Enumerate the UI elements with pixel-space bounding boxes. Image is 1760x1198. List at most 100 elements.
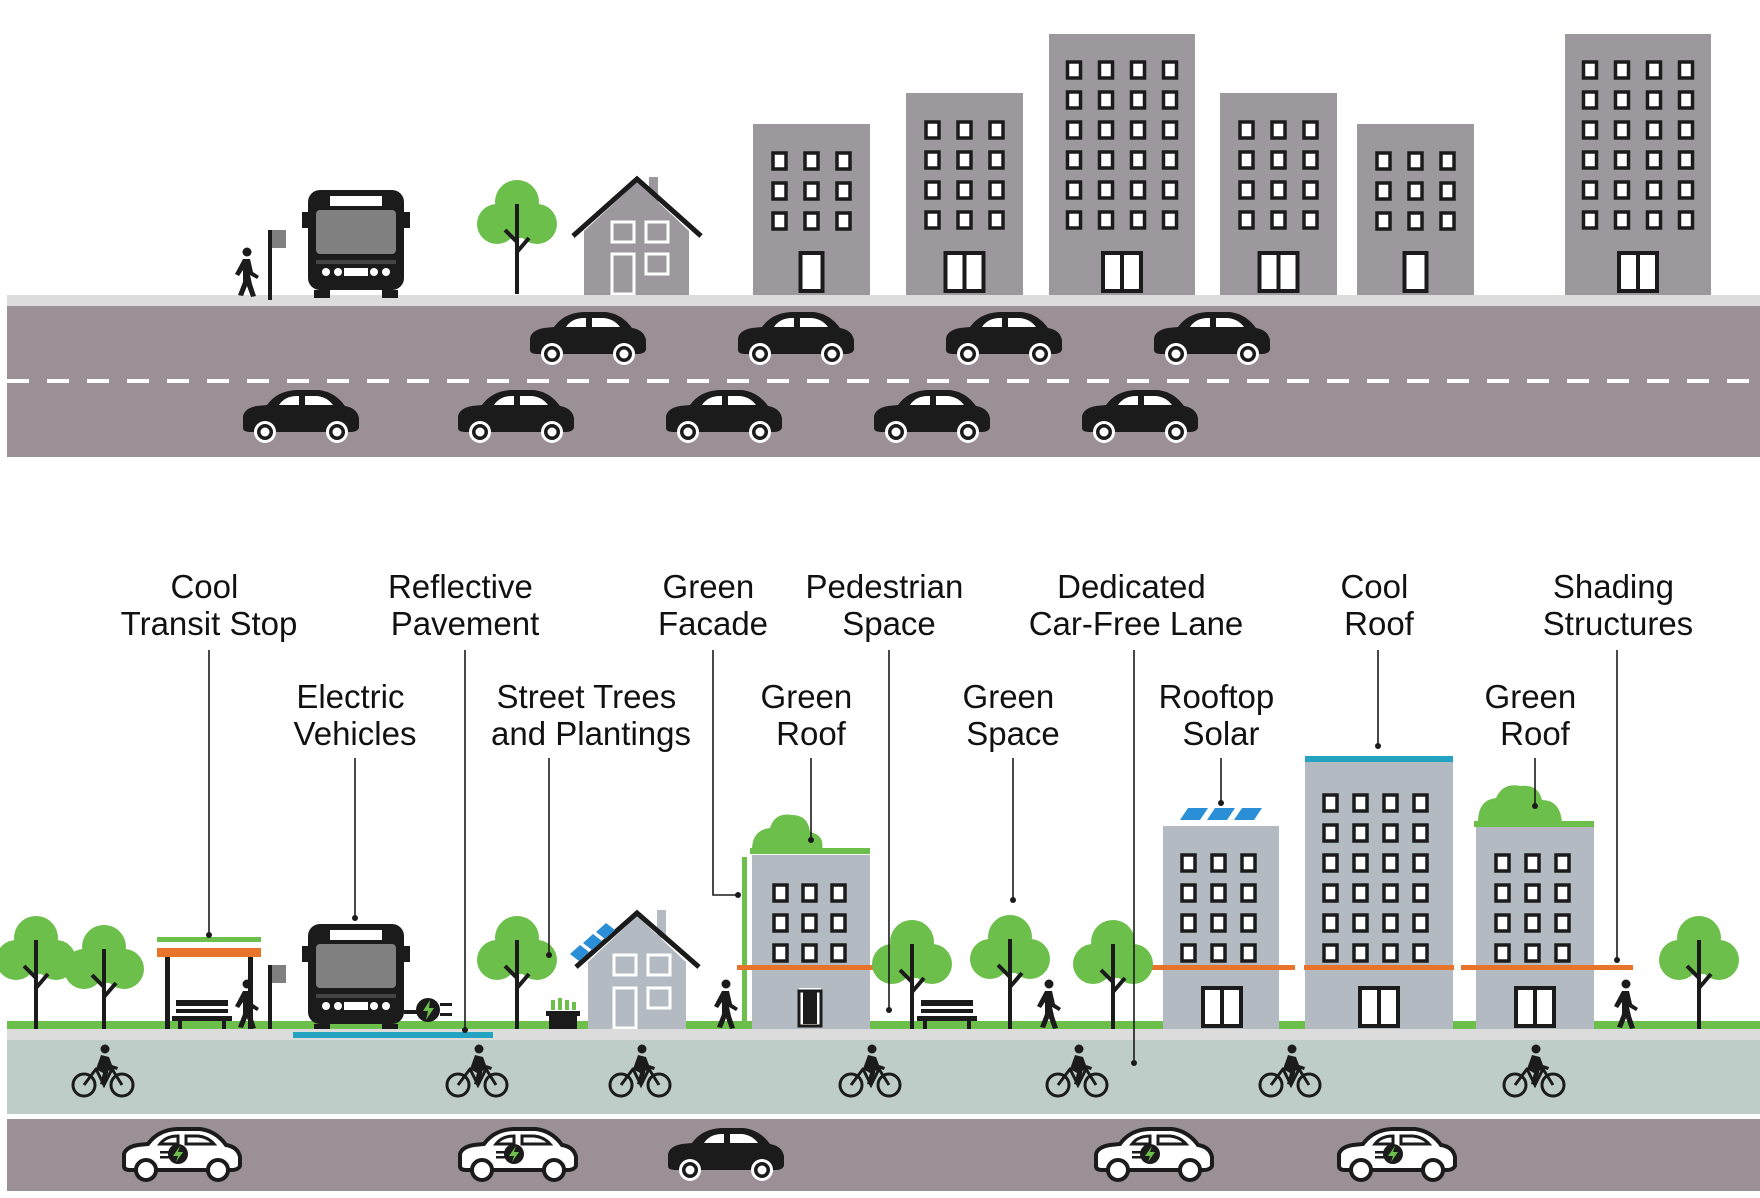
window — [1161, 180, 1179, 200]
tree-icon — [1071, 918, 1155, 1036]
window — [1581, 180, 1599, 200]
window — [956, 150, 973, 170]
window — [1065, 180, 1083, 200]
window — [772, 943, 789, 963]
window — [1129, 180, 1147, 200]
leader-dots — [206, 743, 1620, 1066]
window — [1677, 60, 1695, 80]
window — [1210, 943, 1227, 963]
window — [956, 180, 973, 200]
window — [1210, 883, 1227, 903]
door — [798, 251, 825, 293]
window — [1322, 823, 1339, 843]
window — [1097, 120, 1115, 140]
window — [924, 180, 941, 200]
label-green-roof-2: Green Roof — [1485, 678, 1586, 752]
window — [1524, 883, 1541, 903]
window — [1613, 180, 1631, 200]
window — [1270, 120, 1287, 140]
window — [1494, 883, 1511, 903]
tree-icon — [1657, 914, 1741, 1032]
window — [830, 883, 847, 903]
window — [801, 943, 818, 963]
window — [771, 181, 788, 201]
window — [1322, 793, 1339, 813]
window — [835, 151, 852, 171]
window — [1238, 180, 1255, 200]
window — [803, 151, 820, 171]
window — [1382, 793, 1399, 813]
house-icon — [570, 909, 701, 1030]
cool-transit-stop — [157, 937, 261, 1029]
window — [1613, 150, 1631, 170]
window — [1494, 913, 1511, 933]
window — [1322, 883, 1339, 903]
window — [830, 943, 847, 963]
window — [956, 120, 973, 140]
label-dedicated-car-free-lane: Dedicated Car-Free Lane — [1029, 568, 1244, 642]
top-buildings — [753, 34, 1711, 295]
building — [1220, 93, 1337, 295]
window — [1240, 883, 1257, 903]
window — [1161, 150, 1179, 170]
label-rooftop-solar: Rooftop Solar — [1159, 678, 1284, 752]
window — [1065, 120, 1083, 140]
window — [772, 883, 789, 903]
label-green-facade: Green Facade — [658, 568, 768, 642]
labels: Cool Transit Stop Reflective Pavement Gr… — [121, 568, 1694, 752]
window — [1554, 943, 1571, 963]
window — [1645, 150, 1663, 170]
label-reflective-pavement: Reflective Pavement — [388, 568, 542, 642]
window — [803, 181, 820, 201]
label-green-roof-1: Green Roof — [761, 678, 862, 752]
bottom-sidewalk — [7, 1029, 1760, 1040]
window — [1524, 853, 1541, 873]
window — [1270, 150, 1287, 170]
window — [1161, 90, 1179, 110]
window — [1412, 823, 1429, 843]
label-street-trees: Street Trees and Plantings — [491, 678, 691, 752]
bus-icon — [302, 190, 410, 298]
window — [1180, 853, 1197, 873]
window — [1097, 210, 1115, 230]
window — [1302, 120, 1319, 140]
window — [1645, 90, 1663, 110]
bus-icon — [302, 924, 410, 1032]
window — [1524, 943, 1541, 963]
window — [1677, 150, 1695, 170]
reflective-pavement-strip — [293, 1032, 493, 1038]
window — [1439, 211, 1456, 231]
solar-panel-icon — [570, 923, 615, 961]
window — [1238, 210, 1255, 230]
window — [988, 150, 1005, 170]
window — [1065, 60, 1083, 80]
label-green-space: Green Space — [963, 678, 1064, 752]
window — [1554, 913, 1571, 933]
window — [1382, 853, 1399, 873]
cool-roof-band — [1305, 756, 1453, 762]
window — [1240, 943, 1257, 963]
window — [1302, 150, 1319, 170]
building — [1357, 124, 1474, 295]
window — [1613, 60, 1631, 80]
window — [1645, 210, 1663, 230]
window — [1554, 883, 1571, 903]
window — [1065, 210, 1083, 230]
window — [1375, 211, 1392, 231]
window — [1554, 853, 1571, 873]
window — [1677, 90, 1695, 110]
window — [803, 211, 820, 231]
window — [1352, 883, 1369, 903]
building — [753, 124, 870, 295]
window — [1129, 210, 1147, 230]
window — [1322, 913, 1339, 933]
building — [906, 93, 1023, 295]
window — [1382, 883, 1399, 903]
solar-panel-icon — [1180, 808, 1262, 820]
bottom-road — [7, 1119, 1760, 1191]
grass-strip — [7, 1021, 1760, 1029]
label-cool-transit-stop: Cool Transit Stop — [121, 568, 298, 642]
window — [1352, 793, 1369, 813]
label-pedestrian-space: Pedestrian Space — [806, 568, 973, 642]
window — [1352, 823, 1369, 843]
